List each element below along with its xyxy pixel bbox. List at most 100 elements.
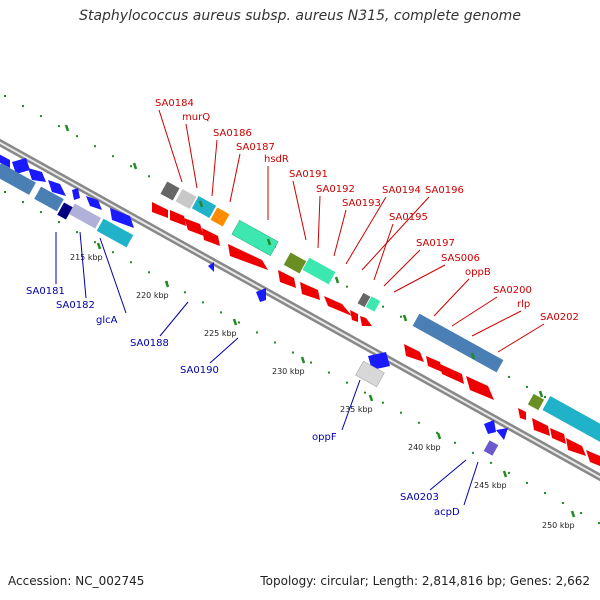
leader-line	[451, 296, 498, 327]
gene-arrow[interactable]	[28, 168, 46, 182]
gene-block[interactable]	[483, 440, 499, 456]
gene-arrow[interactable]	[466, 376, 494, 400]
gene-block[interactable]	[357, 292, 371, 308]
gene-block[interactable]	[34, 186, 64, 212]
gene-arrow[interactable]	[566, 438, 586, 456]
gene-label-forward[interactable]: SA0187	[236, 142, 275, 153]
gene-block[interactable]	[57, 202, 73, 220]
leader-lines	[55, 109, 545, 506]
ruler-dot	[112, 155, 114, 158]
gene-arrow[interactable]	[184, 218, 204, 236]
gene-block[interactable]	[191, 196, 217, 218]
ruler-dot	[346, 285, 348, 288]
ruler-dot	[94, 145, 96, 148]
gene-block[interactable]	[210, 207, 230, 227]
ruler-dot	[490, 461, 492, 464]
tick-label: 245 kbp	[474, 481, 507, 490]
gene-block[interactable]	[527, 393, 545, 411]
ruler-tick	[164, 280, 170, 288]
leader-line	[159, 301, 189, 337]
gene-label-forward[interactable]: SA0197	[416, 238, 455, 249]
gene-label-reverse[interactable]: SA0203	[400, 492, 439, 503]
gene-label-forward[interactable]: SAS006	[441, 253, 480, 264]
gene-arrow[interactable]	[440, 364, 464, 384]
gene-arrow[interactable]	[360, 316, 372, 326]
tick-label: 215 kbp	[70, 253, 103, 262]
gene-label-forward[interactable]: SA0202	[540, 312, 579, 323]
gene-arrow[interactable]	[170, 210, 186, 226]
ruler-dot	[526, 385, 528, 388]
gene-label-forward[interactable]: SA0194	[382, 185, 421, 196]
gene-arrow[interactable]	[518, 408, 526, 420]
topology-text: Topology: circular; Length: 2,814,816 bp…	[260, 574, 590, 588]
gene-block[interactable]	[68, 203, 102, 229]
gene-label-reverse[interactable]: SA0181	[26, 286, 65, 297]
gene-label-forward[interactable]: rlp	[517, 299, 530, 310]
leader-line	[158, 109, 183, 183]
gene-arrow[interactable]	[256, 288, 266, 302]
gene-label-reverse[interactable]: SA0188	[130, 338, 169, 349]
gene-arrow[interactable]	[152, 202, 168, 218]
ruler-dot	[94, 241, 96, 244]
gene-arrow[interactable]	[368, 352, 390, 370]
gene-label-forward[interactable]: murQ	[182, 112, 210, 123]
gene-label-forward[interactable]: SA0200	[493, 285, 532, 296]
ruler-dot	[112, 251, 114, 254]
gene-block[interactable]	[175, 188, 197, 210]
gene-arrow[interactable]	[404, 344, 424, 362]
leader-line	[341, 379, 361, 431]
gene-label-forward[interactable]: SA0186	[213, 128, 252, 139]
gene-block[interactable]	[365, 296, 381, 312]
gene-block[interactable]	[0, 163, 36, 195]
gene-arrow[interactable]	[86, 196, 102, 210]
gene-arrow[interactable]	[496, 428, 508, 440]
gene-arrow[interactable]	[278, 270, 296, 288]
gene-block[interactable]	[231, 219, 279, 257]
gene-label-reverse[interactable]: SA0182	[56, 300, 95, 311]
gene-label-forward[interactable]: SA0184	[155, 98, 194, 109]
gene-label-forward[interactable]: hsdR	[264, 154, 289, 165]
gene-label-reverse[interactable]: acpD	[434, 507, 460, 518]
ruler-dot	[4, 191, 6, 193]
gene-label-forward[interactable]: SA0191	[289, 169, 328, 180]
gene-arrow[interactable]	[72, 188, 80, 200]
gene-arrow[interactable]	[532, 418, 550, 436]
gene-arrow[interactable]	[110, 208, 134, 228]
gene-arrow[interactable]	[0, 152, 10, 168]
gene-arrow[interactable]	[208, 262, 214, 272]
leader-line	[229, 153, 241, 203]
leader-line	[429, 459, 467, 491]
gene-block[interactable]	[160, 181, 180, 201]
gene-arrow[interactable]	[202, 228, 220, 246]
gene-label-forward[interactable]: SA0196	[425, 185, 464, 196]
gene-arrow[interactable]	[484, 420, 496, 434]
gene-label-forward[interactable]: SA0192	[316, 184, 355, 195]
gene-block[interactable]	[412, 313, 504, 373]
gene-block[interactable]	[96, 218, 134, 248]
ruler-dot	[382, 305, 384, 308]
gene-arrow[interactable]	[48, 180, 66, 196]
gene-label-reverse[interactable]: glcA	[96, 315, 118, 326]
ruler-dot	[22, 105, 24, 108]
gene-arrow[interactable]	[324, 296, 352, 316]
gene-arrow[interactable]	[300, 282, 320, 300]
gene-arrow[interactable]	[350, 310, 358, 322]
gene-arrow[interactable]	[228, 244, 268, 270]
gene-block[interactable]	[542, 396, 600, 444]
ruler-tick	[232, 318, 238, 326]
gene-label-reverse[interactable]: oppF	[312, 432, 337, 443]
gene-label-forward[interactable]: SA0195	[389, 212, 428, 223]
gene-arrow[interactable]	[426, 356, 442, 372]
gene-label-forward[interactable]: oppB	[465, 267, 491, 278]
ruler-dot	[346, 381, 348, 384]
gene-label-forward[interactable]: SA0193	[342, 198, 381, 209]
gene-arrow[interactable]	[12, 158, 30, 174]
ruler-tick	[570, 510, 576, 518]
ruler-tick	[300, 356, 306, 364]
gene-block[interactable]	[283, 252, 307, 274]
gene-label-reverse[interactable]: SA0190	[180, 365, 219, 376]
gene-block[interactable]	[302, 257, 336, 285]
gene-arrow[interactable]	[550, 428, 566, 444]
gene-arrow[interactable]	[586, 450, 600, 466]
gene-block[interactable]	[355, 360, 385, 388]
